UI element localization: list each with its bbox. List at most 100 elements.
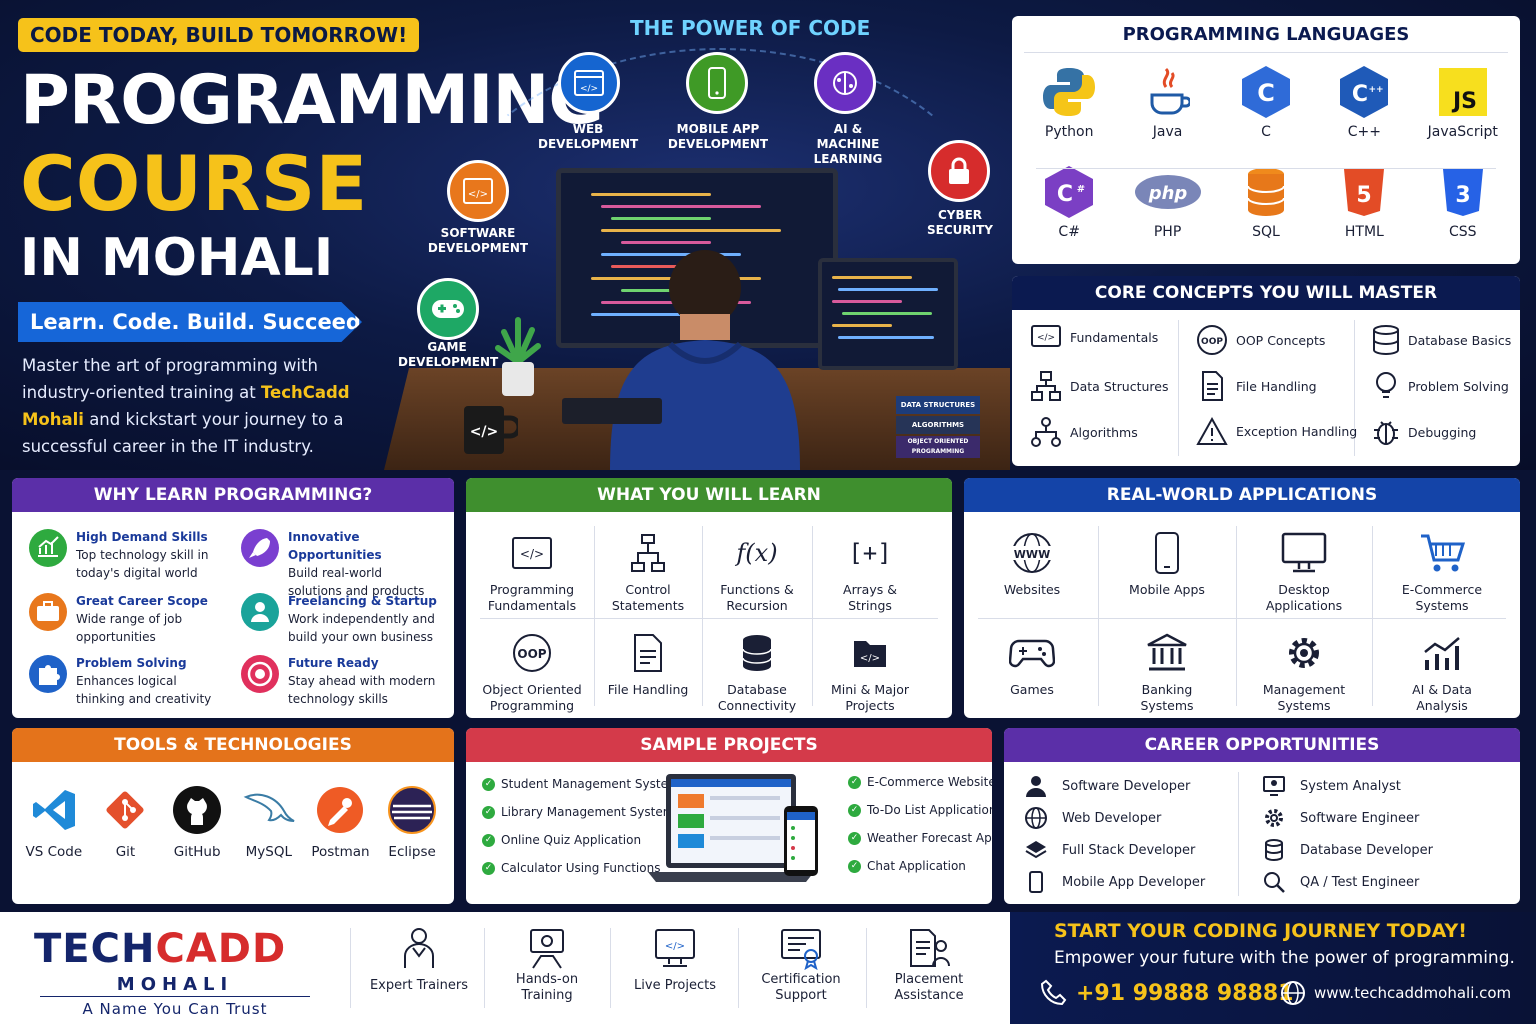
projects-title: SAMPLE PROJECTS bbox=[466, 728, 992, 762]
concepts-panel: CORE CONCEPTS YOU WILL MASTER </>Fundame… bbox=[1012, 276, 1520, 466]
desc-part-b: and kickstart your journey to a successf… bbox=[22, 410, 344, 456]
why-desc: Top technology skill in today's digital … bbox=[76, 548, 209, 580]
globe-icon bbox=[1025, 807, 1047, 829]
rocket-icon bbox=[241, 529, 279, 567]
hierarchy-icon bbox=[1031, 371, 1061, 401]
app-label: AI & Data Analysis bbox=[1412, 682, 1472, 713]
monitor-code-icon: </> bbox=[655, 929, 695, 967]
svg-text:OOP: OOP bbox=[1201, 337, 1223, 347]
check-icon: ✓ bbox=[482, 778, 495, 791]
career-label: Full Stack Developer bbox=[1062, 842, 1196, 858]
eclipse-icon bbox=[388, 786, 437, 834]
git-icon bbox=[106, 791, 145, 829]
svg-text:</>: </> bbox=[580, 84, 598, 94]
book-2: ALGORITHMS bbox=[896, 416, 980, 434]
tool-label: MySQL bbox=[245, 844, 292, 860]
learn-projects: </>Mini & Major Projects bbox=[814, 628, 926, 714]
oop-icon: OOP bbox=[513, 634, 551, 672]
bug-icon bbox=[1374, 421, 1398, 445]
career-item: Software Developer bbox=[1024, 770, 1205, 802]
flowchart-icon bbox=[631, 534, 665, 572]
career-item: Full Stack Developer bbox=[1024, 834, 1205, 866]
node-label-game: GAME DEVELOPMENT bbox=[398, 340, 498, 370]
plant-icon bbox=[494, 312, 542, 398]
flowchart-icon bbox=[1031, 417, 1061, 447]
tools-title: TOOLS & TECHNOLOGIES bbox=[12, 728, 454, 762]
web-dev-icon: </> bbox=[558, 52, 620, 114]
cta-title: START YOUR CODING JOURNEY TODAY! bbox=[1054, 920, 1467, 942]
check-icon: ✓ bbox=[482, 806, 495, 819]
layers-icon bbox=[1025, 841, 1047, 859]
analytics-icon bbox=[1424, 637, 1460, 670]
lang-python-label: Python bbox=[1044, 124, 1094, 140]
database-icon bbox=[1265, 839, 1283, 861]
title-line-3: IN MOHALI bbox=[20, 228, 334, 288]
check-icon: ✓ bbox=[848, 804, 861, 817]
tool-label: Postman bbox=[311, 844, 370, 860]
app-label: Games bbox=[1010, 682, 1054, 697]
apps-title: REAL-WORLD APPLICATIONS bbox=[964, 478, 1520, 512]
bank-icon bbox=[1147, 633, 1187, 671]
lang-cpp-label: C++ bbox=[1347, 124, 1381, 140]
student-illustration bbox=[600, 248, 810, 470]
svg-text:#: # bbox=[1077, 184, 1085, 195]
feature-label: Hands-on Training bbox=[515, 972, 579, 1003]
slogan-ribbon: Learn. Code. Build. Succeed. bbox=[18, 302, 362, 342]
projects-left-list: ✓Student Management System ✓Library Mana… bbox=[482, 770, 680, 882]
app-management: Management Systems bbox=[1242, 628, 1366, 714]
phone-number: +91 99888 98881 bbox=[1076, 980, 1294, 1006]
project-item: ✓Calculator Using Functions bbox=[482, 854, 680, 882]
phone-icon bbox=[1040, 979, 1067, 1006]
svg-text:3: 3 bbox=[1455, 183, 1470, 208]
learn-arrays: [+]Arrays & Strings bbox=[814, 528, 926, 614]
learn-label: Programming Fundamentals bbox=[487, 582, 577, 613]
phone-link[interactable]: +91 99888 98881 bbox=[1038, 978, 1293, 1008]
learn-panel: WHAT YOU WILL LEARN </>Programming Funda… bbox=[466, 478, 952, 718]
postman-icon bbox=[317, 787, 364, 833]
brand-part-1: TECH bbox=[34, 926, 156, 972]
desc-brand: TechCadd Mohali bbox=[22, 383, 350, 429]
mobile-dev-icon bbox=[686, 52, 748, 114]
lightbulb-icon bbox=[1376, 372, 1396, 398]
feature-placement: Placement Assistance bbox=[870, 926, 988, 1004]
learn-functions: f(x)Functions & Recursion bbox=[704, 528, 810, 614]
career-label: Database Developer bbox=[1300, 842, 1434, 858]
file-icon bbox=[634, 634, 662, 672]
lang-javascript-label: JavaScript bbox=[1427, 124, 1498, 140]
why-desc: Enhances logical thinking and creativity bbox=[76, 674, 212, 706]
why-heading: Problem Solving bbox=[76, 656, 187, 670]
magnifier-bug-icon bbox=[1264, 872, 1285, 893]
footer-bar: TECHCADD MOHALI A Name You Can Trust Exp… bbox=[0, 912, 1010, 1024]
lang-python: Python bbox=[1021, 60, 1117, 160]
feature-live-projects: </>Live Projects bbox=[616, 926, 734, 994]
website-link[interactable]: www.techcaddmohali.com bbox=[1280, 980, 1511, 1006]
lock-icon bbox=[928, 140, 990, 202]
lang-c-label: C bbox=[1261, 124, 1271, 140]
languages-title: PROGRAMMING LANGUAGES bbox=[1122, 24, 1410, 45]
lang-sql: SQL bbox=[1218, 160, 1314, 260]
svg-text:++: ++ bbox=[1369, 85, 1384, 95]
analyst-icon bbox=[1263, 776, 1285, 796]
career-label: Software Engineer bbox=[1300, 810, 1420, 826]
app-label: E-Commerce Systems bbox=[1401, 582, 1483, 613]
lang-csharp: C#C# bbox=[1021, 160, 1117, 260]
app-label: Websites bbox=[1003, 582, 1061, 597]
learn-file-handling: File Handling bbox=[596, 628, 700, 698]
orbit-arc bbox=[440, 48, 1000, 428]
concept-label: Algorithms bbox=[1070, 424, 1138, 440]
tools-row: VS Code Git GitHub MySQL Postman Eclipse bbox=[12, 762, 454, 860]
concept-file-handling: File Handling bbox=[1196, 370, 1317, 402]
careers-title: CAREER OPPORTUNITIES bbox=[1004, 728, 1520, 762]
node-label-ai: AI & MACHINE LEARNING bbox=[786, 122, 910, 167]
learn-label: Control Statements bbox=[611, 582, 685, 613]
lang-java-label: Java bbox=[1152, 124, 1183, 140]
certificate-icon bbox=[781, 929, 821, 970]
